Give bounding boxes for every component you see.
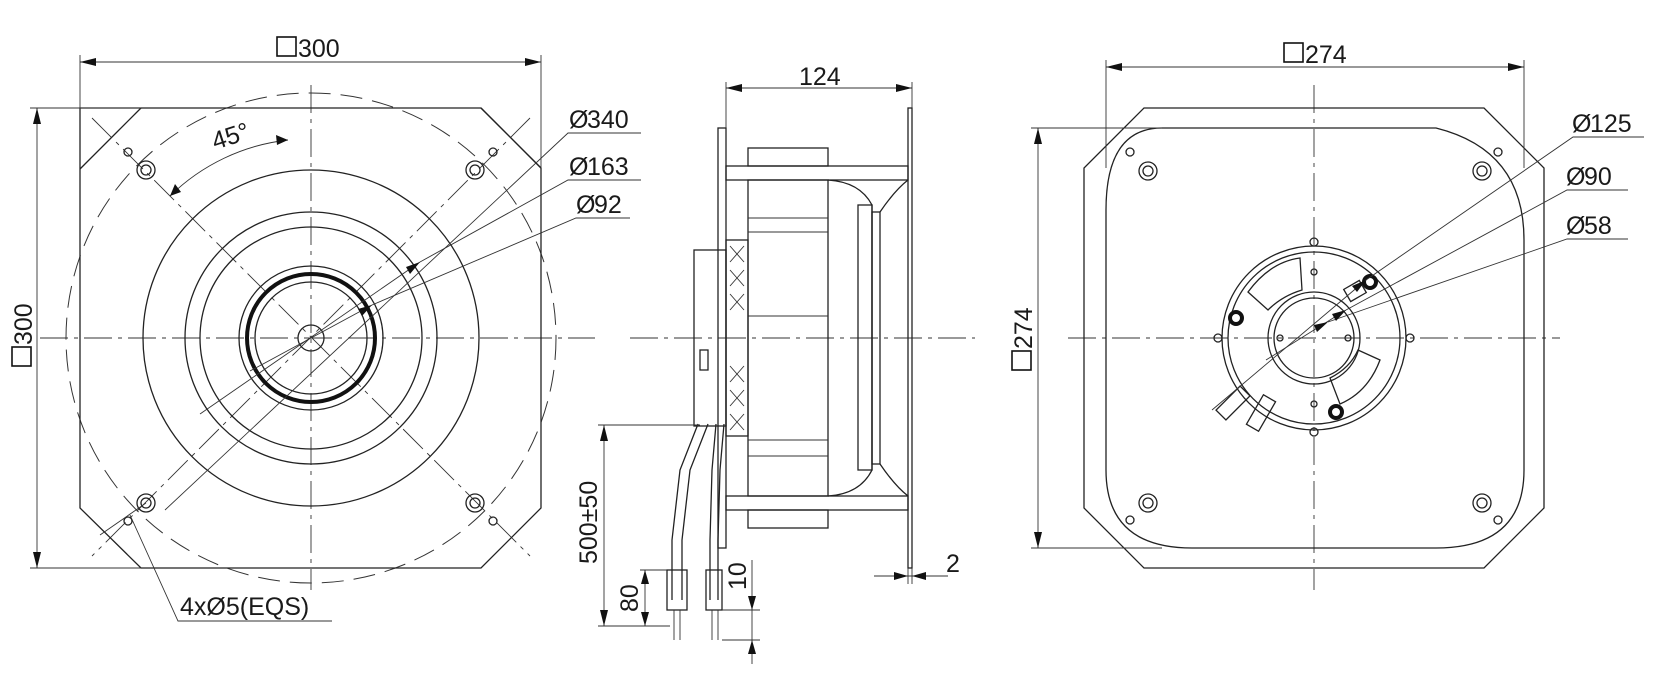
diameter-symbol: Ø — [1572, 110, 1591, 138]
front-flange-chamfer-tl — [79, 107, 142, 170]
diameter-label-58: Ø 58 — [1566, 212, 1612, 240]
bolt-circle — [65, 92, 557, 584]
front-height-label: 300 — [10, 303, 38, 367]
hub-outer-circle — [238, 265, 384, 411]
rear-inner-panel — [1105, 127, 1525, 549]
svg-text:92: 92 — [594, 191, 622, 219]
side-flange-plate — [907, 107, 913, 569]
diameter-symbol: Ø — [576, 191, 595, 219]
svg-text:90: 90 — [1584, 163, 1612, 191]
rear-mounting-holes — [1125, 147, 1503, 525]
diameter-label-340: Ø 340 — [569, 106, 629, 134]
diameter-label-163: Ø 163 — [569, 153, 629, 181]
square-symbol-icon — [1283, 42, 1304, 63]
angle-arc — [169, 139, 289, 197]
diameter-symbol: Ø — [569, 106, 588, 134]
hub-circle — [245, 272, 377, 404]
diameter-label-90: Ø 90 — [1566, 163, 1612, 191]
square-symbol-icon — [11, 346, 32, 367]
strip-length-label: 80 — [616, 584, 644, 612]
svg-text:163: 163 — [587, 153, 629, 181]
svg-text:340: 340 — [587, 106, 629, 134]
inlet-outer-circle — [142, 169, 480, 507]
terminal-length-label: 10 — [724, 562, 752, 590]
diameter-label-125: Ø 125 — [1572, 110, 1632, 138]
diameter-symbol: Ø — [1566, 163, 1585, 191]
square-symbol-icon — [276, 36, 297, 57]
cable-length-label: 500±50 — [575, 481, 603, 564]
hub-inner-circle — [254, 281, 368, 395]
rear-height-label: 274 — [1010, 307, 1038, 371]
diameter-label-92: Ø 92 — [576, 191, 622, 219]
front-view — [30, 55, 641, 622]
inlet-ring-inner — [199, 226, 423, 450]
front-width-label: 300 — [276, 35, 340, 63]
diameter-symbol: Ø — [569, 153, 588, 181]
rear-width-label: 274 — [1283, 41, 1347, 69]
svg-text:125: 125 — [1590, 110, 1632, 138]
inlet-ring-outer — [184, 211, 438, 465]
mounting-holes — [123, 147, 498, 526]
flange-thickness-label: 2 — [946, 550, 960, 578]
angle-label: 45° — [208, 117, 253, 155]
svg-text:300: 300 — [298, 35, 340, 63]
diameter-symbol: Ø — [1566, 212, 1585, 240]
depth-label: 124 — [799, 63, 841, 91]
rear-flange-outline — [1083, 107, 1545, 569]
svg-text:274: 274 — [1305, 41, 1347, 69]
shaft-circle — [297, 324, 325, 352]
holes-label: 4xØ5(EQS) — [180, 593, 309, 621]
svg-text:300: 300 — [10, 303, 38, 345]
svg-text:58: 58 — [1584, 212, 1612, 240]
rear-view — [1031, 60, 1644, 590]
square-symbol-icon — [1011, 350, 1032, 371]
side-view — [598, 82, 975, 664]
front-flange-chamfer-tr — [480, 107, 542, 169]
svg-text:274: 274 — [1010, 307, 1038, 349]
